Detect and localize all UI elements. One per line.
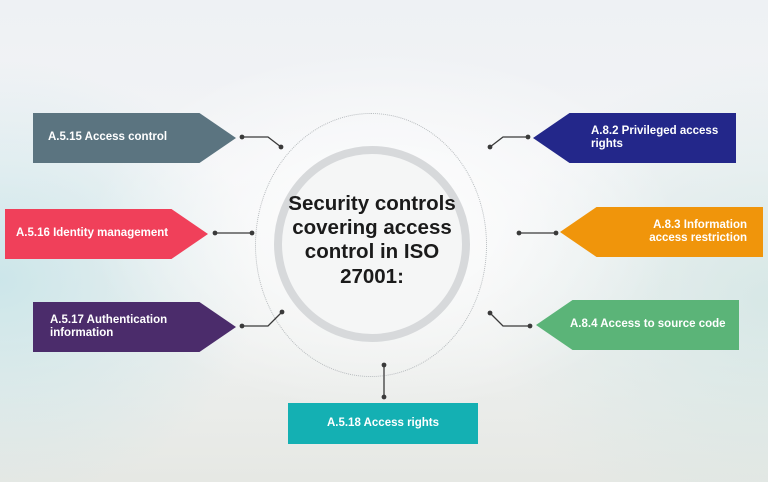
connector-dot: [525, 134, 531, 140]
connector-dot: [239, 323, 245, 329]
control-a84-label: A.8.4 Access to source code: [570, 318, 726, 331]
center-circle: [274, 146, 470, 342]
control-a83-label: A.8.3 Information access restriction: [649, 218, 747, 244]
control-a515-box: A.5.15 Access control: [33, 113, 236, 163]
control-a517-box: A.5.17 Authentication information: [33, 302, 236, 352]
connector-a84: [489, 312, 530, 327]
control-a516-box: A.5.16 Identity management: [5, 209, 208, 259]
connector-dot: [516, 230, 522, 236]
connector-a515: [242, 136, 282, 148]
connector-a517: [242, 311, 283, 327]
connector-dot: [212, 230, 218, 236]
control-a82-label: A.8.2 Privileged access rights: [591, 124, 719, 150]
connector-dot: [279, 309, 285, 315]
control-a82-box: A.8.2 Privileged access rights: [533, 113, 736, 163]
control-a84-box: A.8.4 Access to source code: [536, 300, 739, 350]
center-title: Security controls covering access contro…: [288, 192, 456, 288]
control-a518-label: A.5.18 Access rights: [326, 416, 440, 429]
connector-dot: [381, 394, 387, 400]
connector-dot: [381, 362, 387, 368]
connector-dot: [278, 144, 284, 150]
dotted-orbit-ring: [255, 113, 487, 377]
control-a83-box: A.8.3 Information access restriction: [560, 207, 763, 257]
connector-dot: [487, 144, 493, 150]
control-a515-label: A.5.15 Access control: [48, 131, 168, 144]
control-a516-label: A.5.16 Identity management: [16, 227, 169, 240]
connector-dot: [239, 134, 245, 140]
connector-dot: [487, 310, 493, 316]
connector-dot: [553, 230, 559, 236]
connector-a82: [489, 136, 528, 148]
connector-dot: [527, 323, 533, 329]
control-a517-label: A.5.17 Authentication information: [50, 313, 168, 339]
connector-dot: [249, 230, 255, 236]
control-a518-box: A.5.18 Access rights: [288, 403, 478, 444]
